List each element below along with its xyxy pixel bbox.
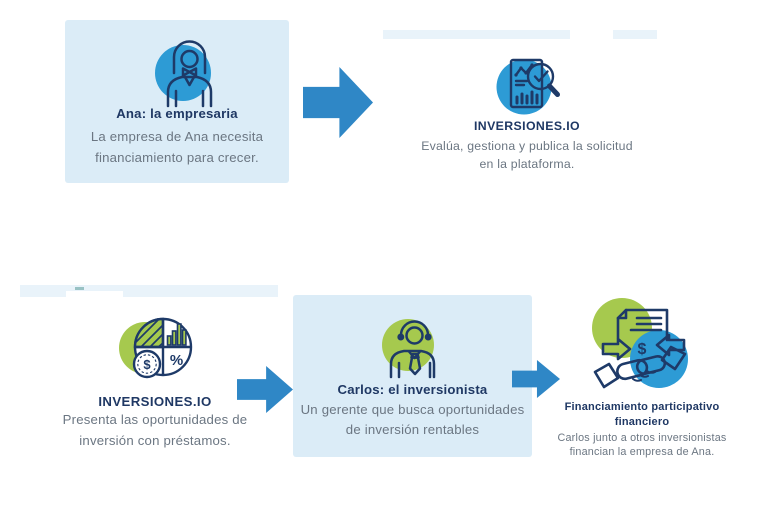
outcome-line: financian la empresa de Ana.	[569, 446, 715, 458]
arrow-right-icon	[303, 67, 373, 138]
ana-card-line: financiamiento para crecer.	[95, 150, 259, 165]
ana-card-title: Ana: la empresaria	[116, 106, 238, 121]
outcome-title: Financiamiento participativo	[564, 401, 720, 413]
carlos-card-title: Carlos: el inversionista	[337, 382, 488, 397]
carlos-card-line: de inversión rentables	[345, 422, 480, 437]
platform-bottom-line: Presenta las oportunidades de	[62, 412, 248, 427]
platform-top-line: Evalúa, gestiona y publica la solicitud	[421, 139, 633, 153]
businesswoman-icon	[144, 29, 230, 109]
document-search-icon	[491, 48, 569, 122]
strip-notch	[66, 291, 123, 298]
outcome-line: Carlos junto a otros inversionistas	[557, 432, 727, 444]
platform-top-line: en la plataforma.	[479, 157, 575, 171]
businessman-icon	[373, 304, 453, 380]
strip-artifact-mark	[75, 287, 84, 290]
svg-text:$: $	[143, 357, 151, 372]
ana-card-line: La empresa de Ana necesita	[90, 129, 264, 144]
platform-top-title: INVERSIONES.IO	[473, 119, 581, 133]
outcome-title: financiero	[614, 416, 670, 428]
pie-chart-dollar-icon: % $	[118, 312, 202, 386]
faded-card-strip	[383, 30, 570, 39]
carlos-card-line: Un gerente que busca oportunidades	[300, 402, 525, 417]
platform-bottom-title: INVERSIONES.IO	[98, 394, 212, 409]
platform-bottom-line: inversión con préstamos.	[79, 433, 231, 448]
faded-card-strip	[20, 285, 278, 297]
faded-card-strip	[613, 30, 657, 39]
svg-text:$: $	[638, 341, 647, 358]
handshake-deal-icon: $	[581, 296, 699, 392]
svg-text:%: %	[170, 352, 183, 369]
